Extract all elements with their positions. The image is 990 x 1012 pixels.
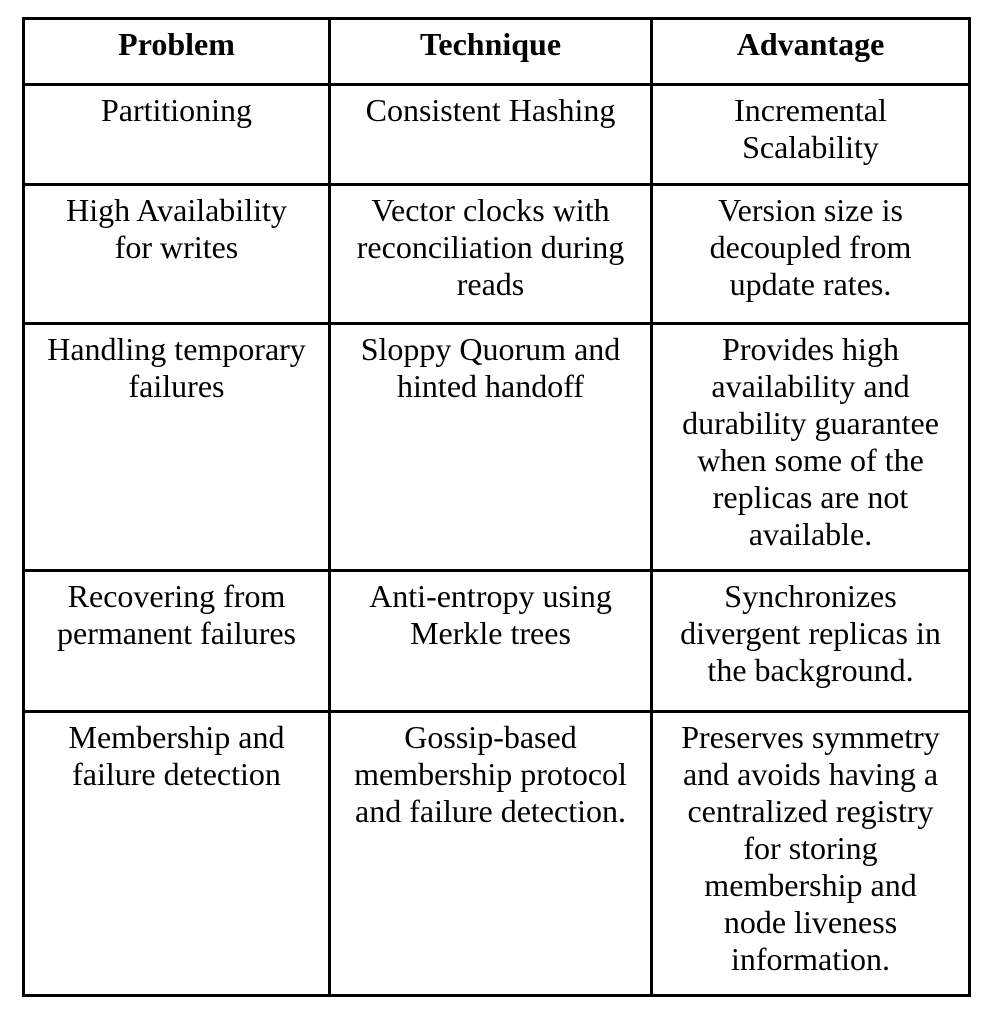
advantage-cell: Version size is decoupled from update ra… — [650, 183, 971, 325]
column-header-advantage: Advantage — [650, 17, 971, 86]
techniques-summary-table: Problem Technique Advantage Partitioning… — [22, 17, 971, 997]
table-row-high-availability: High Availability for writes Vector cloc… — [22, 183, 971, 325]
advantage-cell: Preserves symmetry and avoids having a c… — [650, 710, 971, 997]
problem-cell: Recovering from permanent failures — [22, 569, 331, 713]
technique-cell: Anti-entropy using Merkle trees — [328, 569, 653, 713]
table-row-membership: Membership and failure detection Gossip-… — [22, 710, 971, 997]
column-header-technique: Technique — [328, 17, 653, 86]
problem-cell: Handling temporary failures — [22, 322, 331, 572]
technique-cell: Consistent Hashing — [328, 83, 653, 186]
problem-cell: Membership and failure detection — [22, 710, 331, 997]
table-row-permanent-failures: Recovering from permanent failures Anti-… — [22, 569, 971, 713]
technique-cell: Sloppy Quorum and hinted handoff — [328, 322, 653, 572]
advantage-cell: Provides high availability and durabilit… — [650, 322, 971, 572]
technique-cell: Vector clocks with reconciliation during… — [328, 183, 653, 325]
problem-cell: Partitioning — [22, 83, 331, 186]
advantage-cell: Synchronizes divergent replicas in the b… — [650, 569, 971, 713]
advantage-cell: Incremental Scalability — [650, 83, 971, 186]
problem-cell: High Availability for writes — [22, 183, 331, 325]
table-row-partitioning: Partitioning Consistent Hashing Incremen… — [22, 83, 971, 186]
column-header-problem: Problem — [22, 17, 331, 86]
technique-cell: Gossip-based membership protocol and fai… — [328, 710, 653, 997]
paper-table-container: Problem Technique Advantage Partitioning… — [22, 17, 971, 997]
table-header-row: Problem Technique Advantage — [22, 17, 971, 86]
table-row-temporary-failures: Handling temporary failures Sloppy Quoru… — [22, 322, 971, 572]
